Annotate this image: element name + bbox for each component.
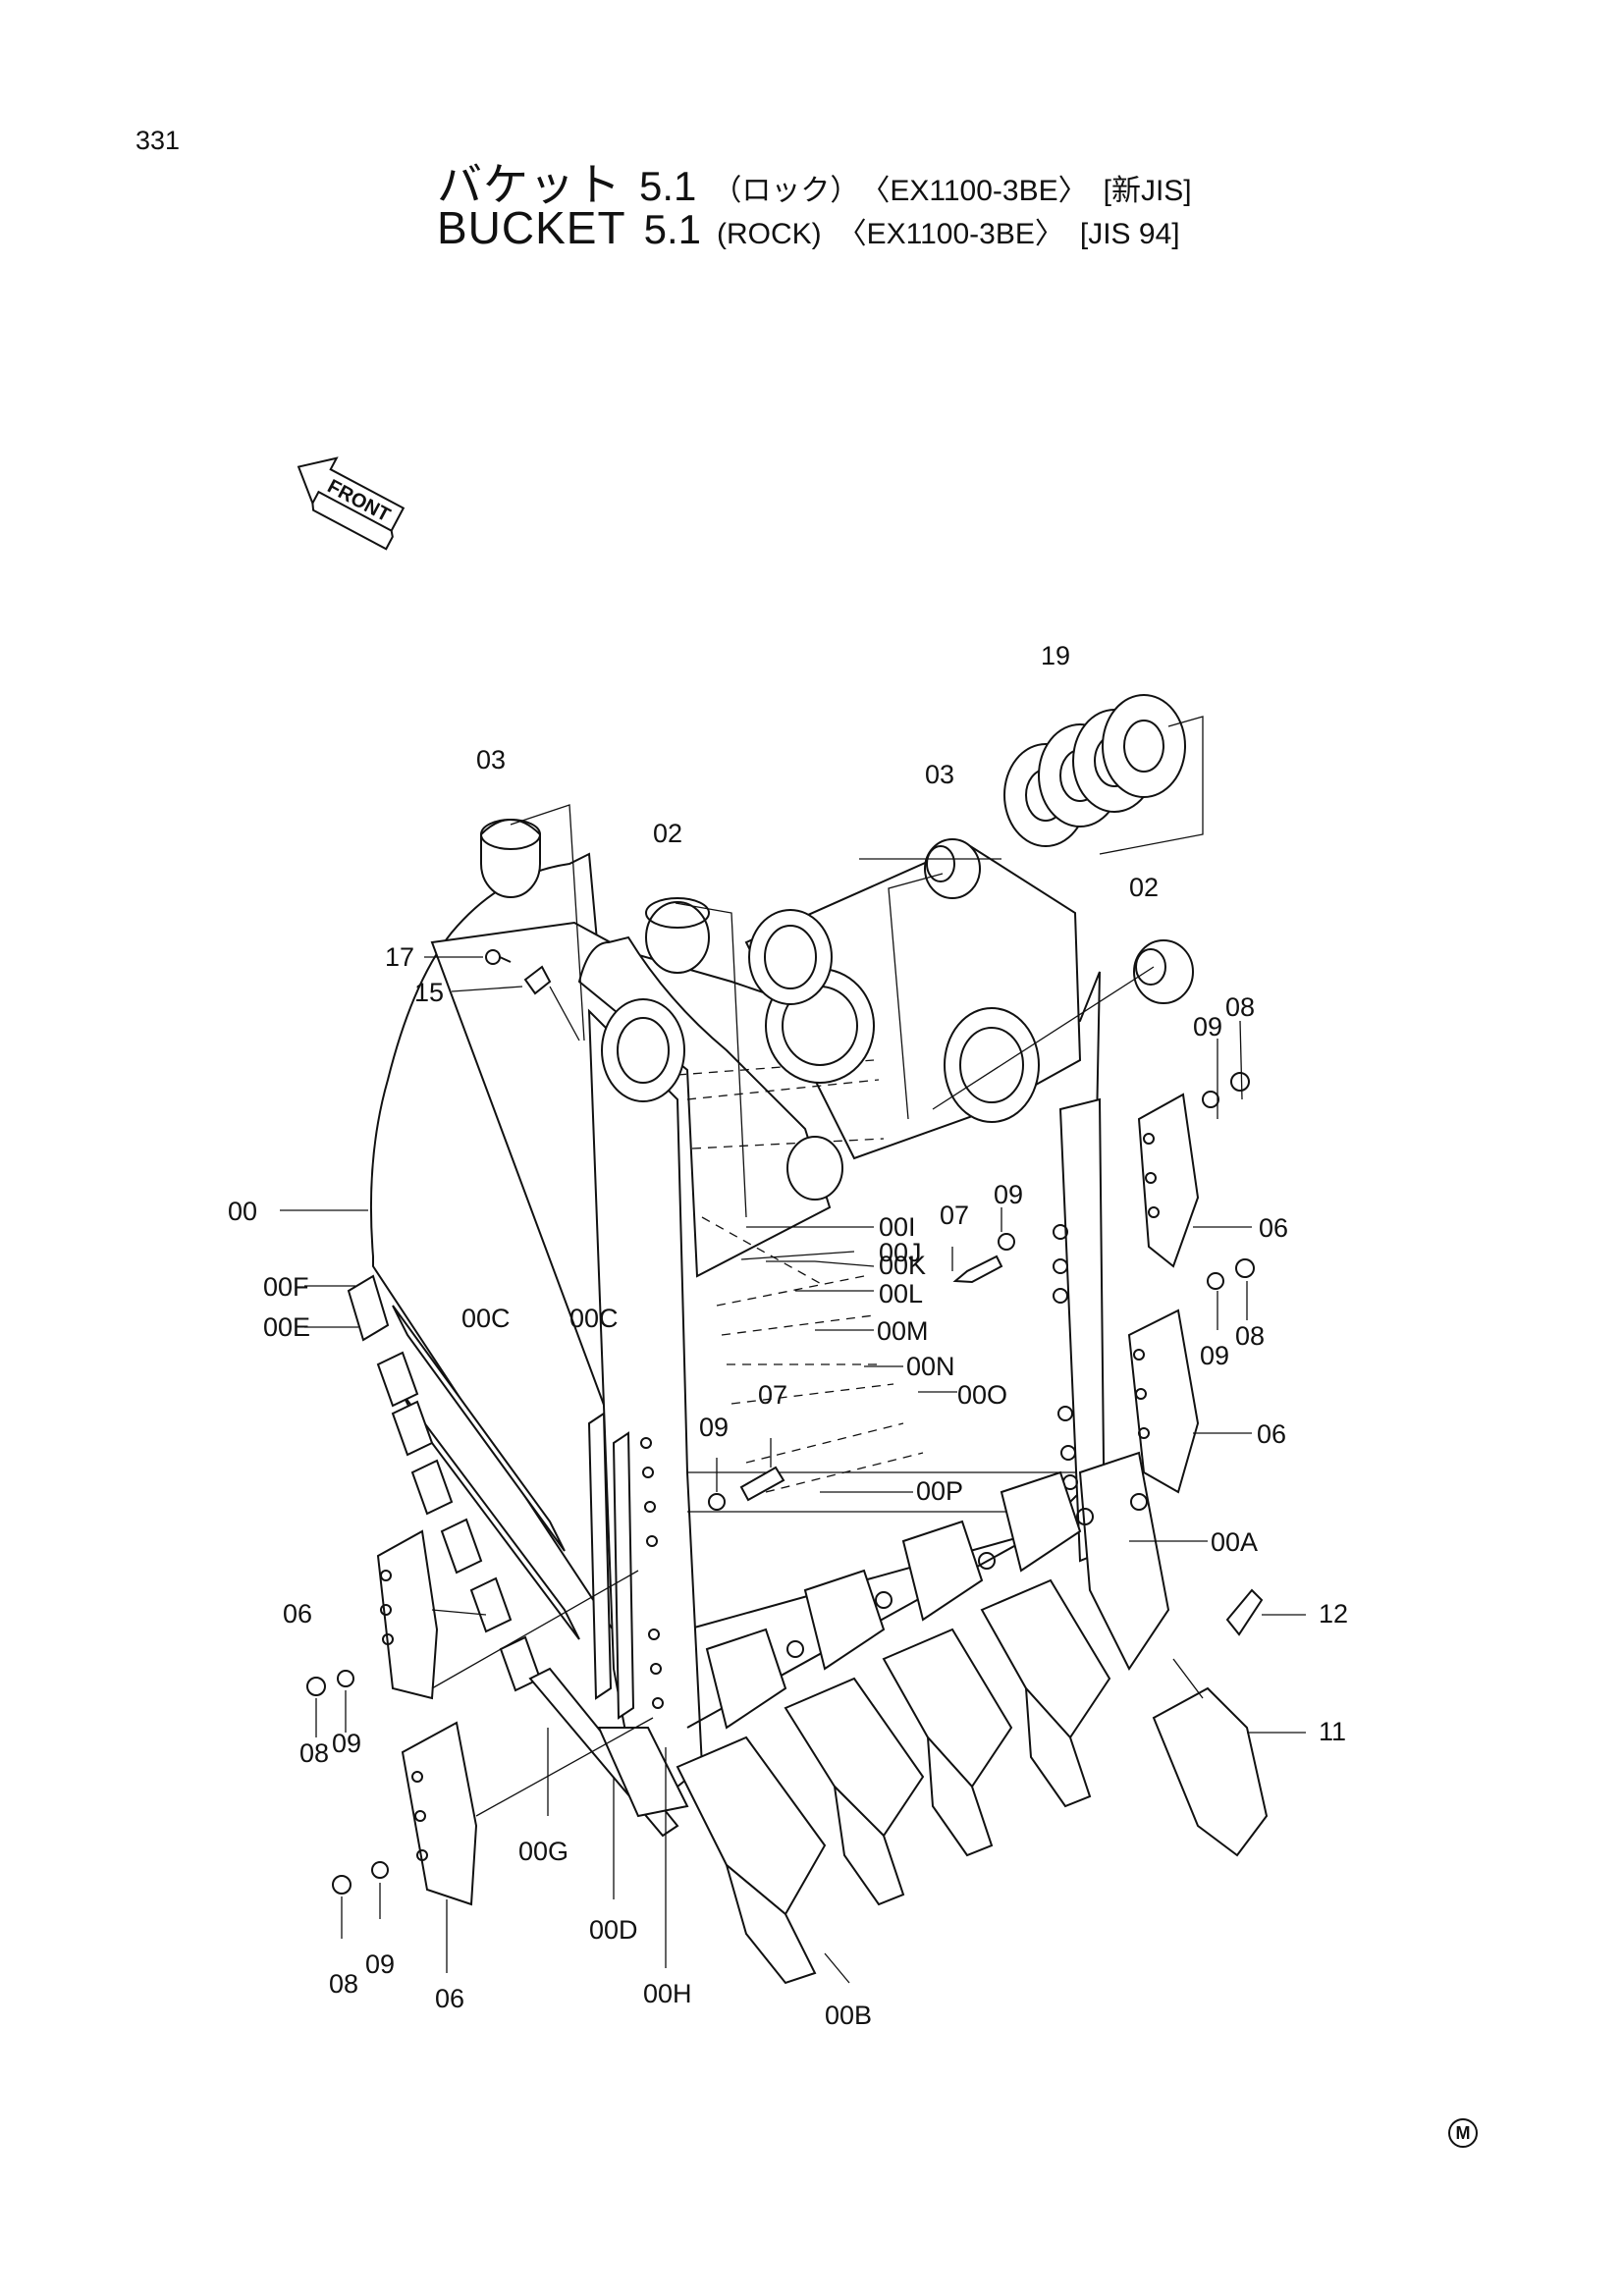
side-cutter-06-middle bbox=[1127, 1308, 1200, 1494]
callout-00D: 00D bbox=[589, 1915, 638, 1945]
callout-06-upper: 06 bbox=[1259, 1213, 1288, 1243]
callout-00F: 00F bbox=[263, 1272, 309, 1302]
callout-06-left-upper: 06 bbox=[283, 1599, 312, 1629]
callout-00M: 00M bbox=[877, 1316, 929, 1346]
callout-12: 12 bbox=[1319, 1599, 1348, 1629]
bushing-03-right bbox=[924, 838, 981, 899]
plate-15 bbox=[523, 965, 552, 995]
title-en-model: 〈EX1100-3BE〉 bbox=[837, 218, 1064, 250]
callout-08-top: 08 bbox=[1225, 992, 1255, 1022]
title-en-number: 5.1 bbox=[643, 206, 701, 252]
corner-mark: M bbox=[1448, 2118, 1478, 2148]
callout-03-left: 03 bbox=[476, 745, 506, 774]
callout-17: 17 bbox=[385, 942, 414, 972]
callout-00A: 00A bbox=[1211, 1527, 1258, 1557]
callout-08-right: 08 bbox=[1235, 1321, 1265, 1351]
callout-06-middle: 06 bbox=[1257, 1419, 1286, 1449]
callout-00N: 00N bbox=[906, 1352, 955, 1381]
callout-09-mid: 09 bbox=[994, 1180, 1023, 1209]
callout-00G: 00G bbox=[518, 1837, 568, 1866]
bucket-body bbox=[347, 842, 1107, 1838]
callout-00J: 00J bbox=[879, 1238, 922, 1267]
callout-00L: 00L bbox=[879, 1279, 923, 1308]
pin-12 bbox=[1225, 1588, 1264, 1636]
title-english: BUCKET 5.1 (ROCK) 〈EX1100-3BE〉 [JIS 94] bbox=[437, 201, 1180, 254]
bushing-02-right bbox=[1133, 939, 1194, 1004]
callout-19: 19 bbox=[1041, 641, 1070, 670]
callout-09-center: 09 bbox=[699, 1413, 729, 1442]
shim-stack-19 bbox=[1003, 694, 1186, 847]
bushing-03-left bbox=[480, 819, 541, 898]
side-cutter-06-upper bbox=[1137, 1093, 1200, 1268]
callout-06-left-lower: 06 bbox=[435, 1984, 464, 2013]
title-jp-main: バケット bbox=[437, 159, 622, 210]
leader-lines bbox=[280, 716, 1306, 1984]
callout-07-upper: 07 bbox=[940, 1201, 969, 1230]
bolt-17 bbox=[485, 949, 512, 965]
callout-09-left-lower: 09 bbox=[365, 1949, 395, 1979]
title-en-main: BUCKET bbox=[437, 202, 626, 253]
callout-00O: 00O bbox=[957, 1380, 1007, 1410]
front-arrow-icon: FRONT bbox=[297, 456, 406, 551]
title-jp-number: 5.1 bbox=[639, 163, 697, 209]
callout-00C-left: 00C bbox=[461, 1304, 511, 1333]
washer-nut-set-upper-right bbox=[306, 1072, 1255, 1895]
bucket-teeth bbox=[676, 1451, 1170, 1985]
tooth-11 bbox=[1152, 1686, 1269, 1857]
side-cutter-06-left-upper bbox=[376, 1529, 439, 1700]
callout-03-right: 03 bbox=[925, 760, 954, 789]
bolt-07-lower bbox=[739, 1466, 785, 1502]
callout-labels: 19 03 03 02 02 17 15 09 08 00 00I 00J 09… bbox=[228, 641, 1348, 2030]
callout-00I: 00I bbox=[879, 1212, 916, 1242]
side-cutter-06-left-lower bbox=[401, 1721, 478, 1906]
callout-02-left: 02 bbox=[653, 819, 682, 848]
callout-08-left-lower: 08 bbox=[329, 1969, 358, 1999]
callout-08-left-upper: 08 bbox=[299, 1738, 329, 1768]
title-jp-type: （ロック） bbox=[712, 175, 860, 207]
callout-00C-right: 00C bbox=[569, 1304, 619, 1333]
callout-07-lower: 07 bbox=[758, 1380, 787, 1410]
callout-00P: 00P bbox=[916, 1476, 963, 1506]
title-japanese: バケット 5.1 （ロック） 〈EX1100-3BE〉 [新JIS] bbox=[437, 149, 1192, 214]
title-en-std: [JIS 94] bbox=[1079, 218, 1180, 250]
callout-00H: 00H bbox=[643, 1979, 692, 2008]
callout-00: 00 bbox=[228, 1197, 257, 1226]
bolt-07-upper bbox=[952, 1255, 1003, 1284]
bushing-02-left bbox=[645, 897, 710, 974]
callout-00E: 00E bbox=[263, 1312, 310, 1342]
page-number: 331 bbox=[135, 126, 181, 155]
title-jp-model: 〈EX1100-3BE〉 bbox=[875, 175, 1088, 207]
callout-09-top: 09 bbox=[1193, 1012, 1222, 1041]
callout-09-right: 09 bbox=[1200, 1341, 1229, 1370]
title-en-type: (ROCK) bbox=[716, 218, 822, 250]
callout-00B: 00B bbox=[825, 2001, 872, 2030]
callout-00K: 00K bbox=[879, 1251, 926, 1280]
callout-02-right: 02 bbox=[1129, 873, 1159, 902]
callout-11: 11 bbox=[1319, 1717, 1346, 1746]
callout-15: 15 bbox=[414, 978, 444, 1007]
callout-09-left-upper: 09 bbox=[332, 1729, 361, 1758]
title-jp-std: [新JIS] bbox=[1103, 175, 1192, 207]
